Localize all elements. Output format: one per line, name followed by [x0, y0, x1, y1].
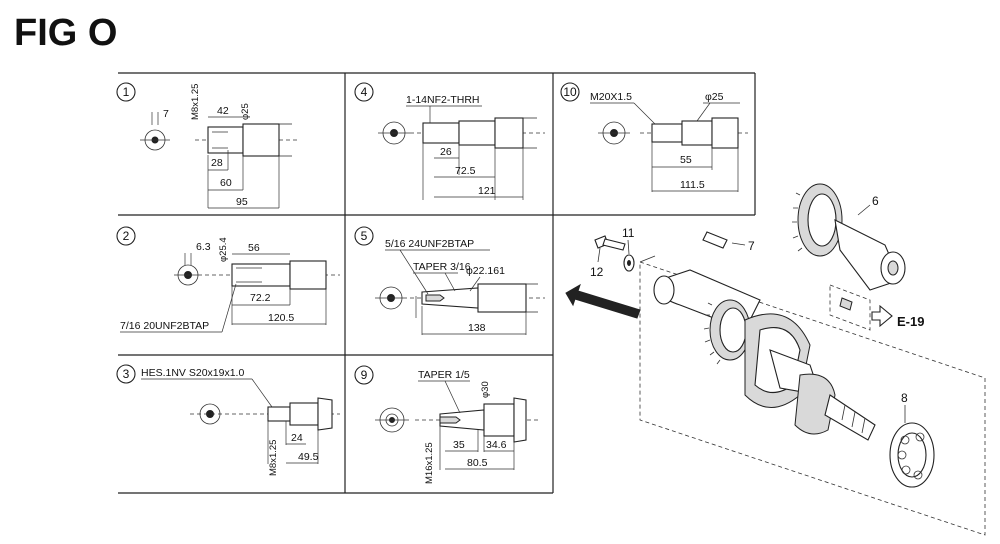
panel-2-dim-56: 56	[248, 242, 260, 254]
panel-1-dim-42: 42	[217, 105, 229, 117]
panel-1-dim-95: 95	[236, 196, 248, 208]
panel-9-dim-35: 35	[453, 439, 465, 451]
panel-5-dia-22-161: φ22.161	[466, 265, 505, 277]
reference-e-19: E-19	[897, 314, 924, 329]
exploded-view: E-19 6 7 8 11 12	[565, 183, 986, 536]
panel-3-dim-49-5: 49.5	[298, 451, 319, 463]
panel-9-taper: TAPER 1/5	[418, 369, 470, 381]
panel-2-number: 2	[123, 229, 130, 243]
panel-3-thread: M8x1.25	[268, 440, 279, 476]
panel-5: 5 5/16 24UNF2BTAP TAPER 3/16 φ22.161 138	[354, 226, 545, 335]
figure-title: FIG O	[14, 12, 118, 54]
callout-8: 8	[901, 391, 908, 405]
panel-9-dim-80-5: 80.5	[467, 457, 488, 469]
panel-10: 10 M20X1.5 φ25 55 111.5	[560, 82, 748, 192]
panel-4-dim-121: 121	[478, 185, 496, 197]
panel-4-number: 4	[361, 85, 368, 99]
panel-1: 1 7 M8x1.25 42 φ25 28 60 95	[116, 82, 300, 209]
panel-2-tap: 7/16 20UNF2BTAP	[120, 320, 209, 332]
panel-10-dim-111-5: 111.5	[680, 179, 705, 191]
panel-10-number: 10	[563, 85, 577, 99]
panel-4-dim-72-5: 72.5	[455, 165, 476, 177]
panel-9-thread: M16x1.25	[424, 442, 435, 484]
panel-1-dim-60: 60	[220, 177, 232, 189]
arrow-right-icon	[871, 304, 893, 328]
panel-3-dim-24: 24	[291, 432, 303, 444]
panel-9-dim-34-6: 34.6	[486, 439, 507, 451]
panel-2-dia-25-4: φ25.4	[218, 237, 229, 262]
panel-5-taper: TAPER 3/16	[413, 261, 471, 273]
panel-1-dim-28: 28	[211, 157, 223, 169]
panel-10-thread: M20X1.5	[590, 91, 632, 103]
panel-9-number: 9	[361, 368, 368, 382]
panel-4: 4 1-14NF2-THRH 26 72.5 121	[354, 82, 545, 200]
panel-10-dim-55: 55	[680, 154, 692, 166]
panel-2-dim-6-3: 6.3	[196, 241, 211, 253]
panel-5-dim-138: 138	[468, 322, 486, 334]
panel-5-number: 5	[361, 229, 368, 243]
panel-3: 3 HES.1NV S20x19x1.0 M8x1.25 24 49.5	[116, 364, 340, 476]
panel-3-number: 3	[123, 367, 130, 381]
panel-1-number: 1	[123, 85, 130, 99]
callout-6: 6	[872, 194, 879, 208]
panel-4-dim-26: 26	[440, 146, 452, 158]
callout-11: 11	[622, 226, 635, 240]
panel-1-thread: M8x1.25	[190, 84, 201, 120]
panel-2-dim-120-5: 120.5	[268, 312, 294, 324]
panel-grid	[118, 72, 756, 494]
panel-1-dia-25: φ25	[240, 103, 251, 120]
callout-7: 7	[748, 239, 755, 253]
arrow-icon	[565, 283, 641, 319]
panel-3-spec: HES.1NV S20x19x1.0	[141, 367, 244, 379]
panel-1-dim-7: 7	[163, 108, 169, 120]
panel-4-thread: 1-14NF2-THRH	[406, 94, 480, 106]
panel-2-dim-72-2: 72.2	[250, 292, 271, 304]
panel-9-dia-30: φ30	[480, 381, 491, 398]
panel-9: 9 TAPER 1/5 φ30 M16x1.25 35 34.6 80.5	[354, 365, 540, 484]
panel-10-dia-25: φ25	[705, 91, 724, 103]
callout-12: 12	[590, 265, 604, 279]
panel-5-tap: 5/16 24UNF2BTAP	[385, 238, 474, 250]
panel-2: 2 6.3 φ25.4 56 72.2 120.5 7/16 20UNF2BTA…	[116, 226, 340, 333]
